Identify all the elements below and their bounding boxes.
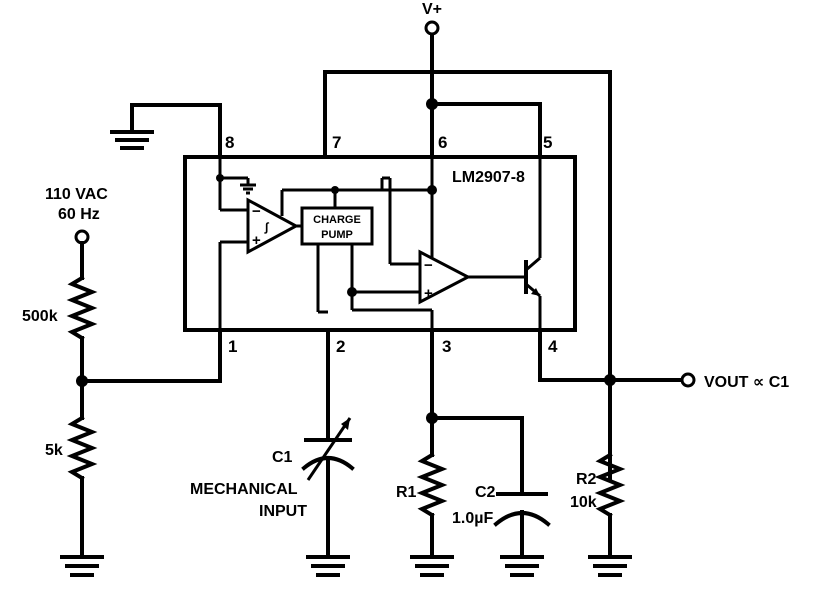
pin-8-label: 8 xyxy=(225,133,234,152)
r2-label: R2 xyxy=(576,471,597,488)
output-op-amp: − + xyxy=(418,249,524,305)
comparator-minus-sign: − xyxy=(252,203,261,220)
supply-label: V+ xyxy=(422,1,442,18)
source-voltage-label: 110 VAC xyxy=(45,186,108,203)
ground-5k xyxy=(60,555,104,577)
r1-label: R1 xyxy=(396,484,417,501)
ac-source-terminal xyxy=(74,229,90,280)
r2-value: 10k xyxy=(570,494,597,511)
ground-c1 xyxy=(306,555,350,577)
ground-r2 xyxy=(588,555,632,577)
c1-note-line1: MECHANICAL xyxy=(190,481,298,498)
capacitor-c1 xyxy=(301,328,355,557)
resistor-r2 xyxy=(594,452,626,557)
resistor-500k xyxy=(66,275,98,383)
pin-8-ground xyxy=(110,103,222,159)
op-amp-minus-sign: − xyxy=(424,257,433,274)
ground-c2 xyxy=(500,555,544,577)
top-rail xyxy=(323,70,612,480)
resistor-5k xyxy=(66,379,98,557)
resistor-5k-label: 5k xyxy=(45,442,63,459)
c1-note-line2: INPUT xyxy=(259,503,307,520)
supply-terminal xyxy=(424,20,440,159)
internal-supply-bus xyxy=(280,157,437,266)
op-amp-plus-sign: + xyxy=(424,285,433,302)
input-comparator: − + ∫ xyxy=(218,197,302,330)
output-label: VOUT ∝ C1 xyxy=(704,374,789,391)
pin-2-label: 2 xyxy=(336,337,345,356)
capacitor-c2 xyxy=(493,492,551,557)
ground-r1 xyxy=(410,555,454,577)
ic-body xyxy=(183,155,577,332)
pin-7-label: 7 xyxy=(332,133,341,152)
output-node xyxy=(538,328,696,388)
resistor-500k-label: 500k xyxy=(22,308,58,325)
pin-1-wire xyxy=(76,328,222,387)
ic-label: LM2907-8 xyxy=(452,169,525,186)
charge-pump-outputs xyxy=(316,244,434,330)
c2-label: C2 xyxy=(475,484,496,501)
comparator-plus-sign: + xyxy=(252,232,261,249)
internal-ground xyxy=(216,157,256,212)
source-frequency-label: 60 Hz xyxy=(58,206,100,223)
resistor-r1 xyxy=(416,416,448,557)
pin-1-label: 1 xyxy=(228,337,237,356)
pin-4-label: 4 xyxy=(548,337,558,356)
charge-pump-label-line2: PUMP xyxy=(321,229,353,241)
charge-pump: CHARGE PUMP xyxy=(300,206,374,246)
hysteresis-symbol: ∫ xyxy=(264,220,270,234)
pin-3-label: 3 xyxy=(442,337,451,356)
pin-3-network xyxy=(426,328,524,494)
c1-label: C1 xyxy=(272,449,293,466)
output-transistor xyxy=(524,157,542,330)
c2-value: 1.0µF xyxy=(452,510,493,527)
pin-5-label: 5 xyxy=(543,133,552,152)
pin-6-label: 6 xyxy=(438,133,447,152)
charge-pump-label-line1: CHARGE xyxy=(313,214,361,226)
